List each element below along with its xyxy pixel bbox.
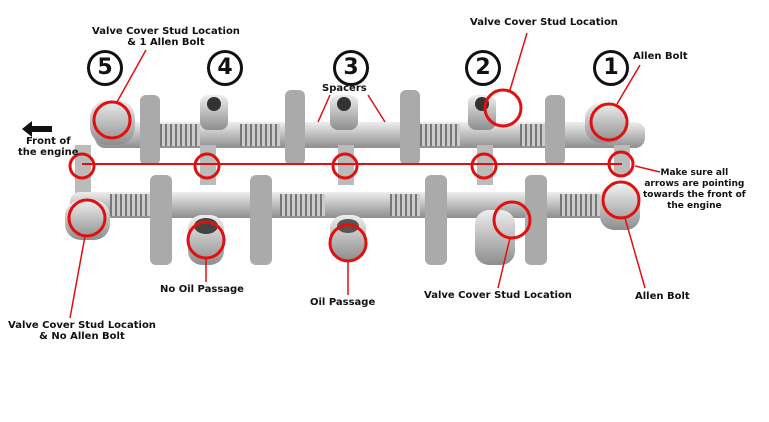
- label-line: towards the front of: [643, 190, 746, 200]
- label-stud-allen-bolt: Valve Cover Stud Location& 1 Allen Bolt: [92, 26, 240, 48]
- label-stud-top: Valve Cover Stud Location: [470, 17, 618, 28]
- label-stud-no-allen-bolt: Valve Cover Stud Location& No Allen Bolt: [8, 320, 156, 342]
- upper-rocker-shaft: [75, 90, 645, 195]
- position-3-marker: 3: [333, 50, 369, 86]
- front-arrow-icon: [22, 121, 52, 137]
- position-5-marker: 5: [87, 50, 123, 86]
- label-line: the engine: [18, 147, 79, 158]
- label-allen-bolt-top: Allen Bolt: [633, 51, 688, 62]
- position-4-marker: 4: [207, 50, 243, 86]
- annotation-marks: [67, 32, 661, 319]
- label-line: the engine: [667, 201, 722, 211]
- lower-rocker-shaft: [65, 175, 640, 265]
- label-line: & No Allen Bolt: [39, 331, 125, 342]
- label-line: Front of: [25, 136, 71, 147]
- label-spacers: Spacers: [322, 83, 367, 94]
- label-line: & 1 Allen Bolt: [127, 37, 205, 48]
- position-2-marker: 2: [465, 50, 501, 86]
- label-no-oil-passage: No Oil Passage: [160, 284, 244, 295]
- label-line: arrows are pointing: [644, 179, 745, 189]
- label-line: Make sure all: [660, 168, 729, 178]
- position-1-marker: 1: [593, 50, 629, 86]
- label-allen-bolt-bottom: Allen Bolt: [635, 291, 690, 302]
- label-line: Valve Cover Stud Location: [8, 320, 156, 331]
- label-line: Valve Cover Stud Location: [92, 26, 240, 37]
- label-stud-bottom: Valve Cover Stud Location: [424, 290, 572, 301]
- label-oil-passage: Oil Passage: [310, 297, 376, 308]
